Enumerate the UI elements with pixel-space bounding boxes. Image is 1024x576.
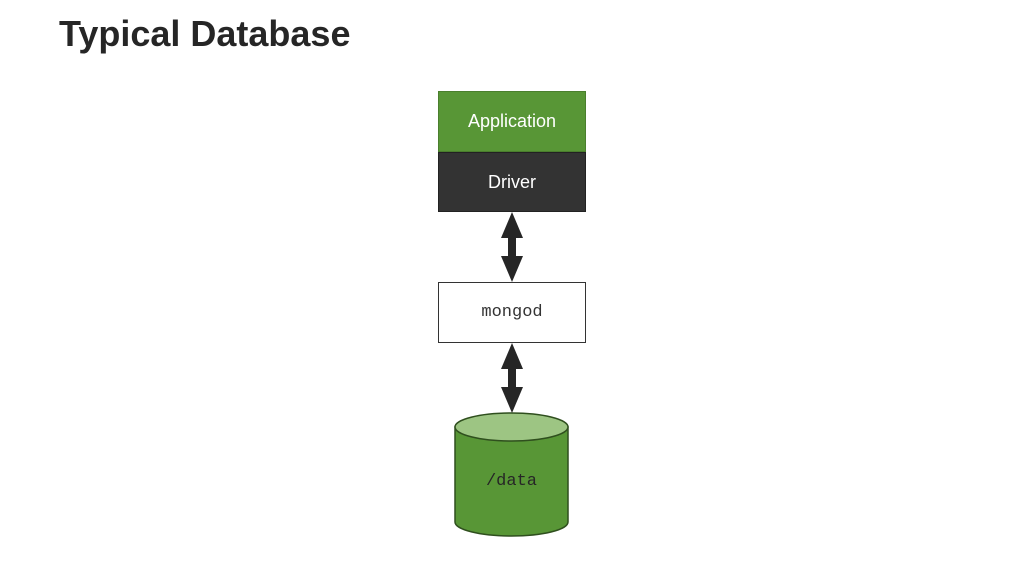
driver-mongod-arrow (501, 212, 523, 282)
mongod-label: mongod (481, 303, 543, 322)
mongod-box: mongod (438, 282, 586, 343)
data-label: /data (485, 472, 537, 491)
driver-box: Driver (438, 152, 586, 212)
data-cylinder (454, 412, 569, 537)
mongod-data-arrow (501, 343, 523, 413)
driver-label: Driver (488, 171, 536, 192)
slide-title: Typical Database (59, 13, 351, 54)
application-label: Application (467, 111, 557, 131)
application-box: Application (438, 91, 586, 152)
